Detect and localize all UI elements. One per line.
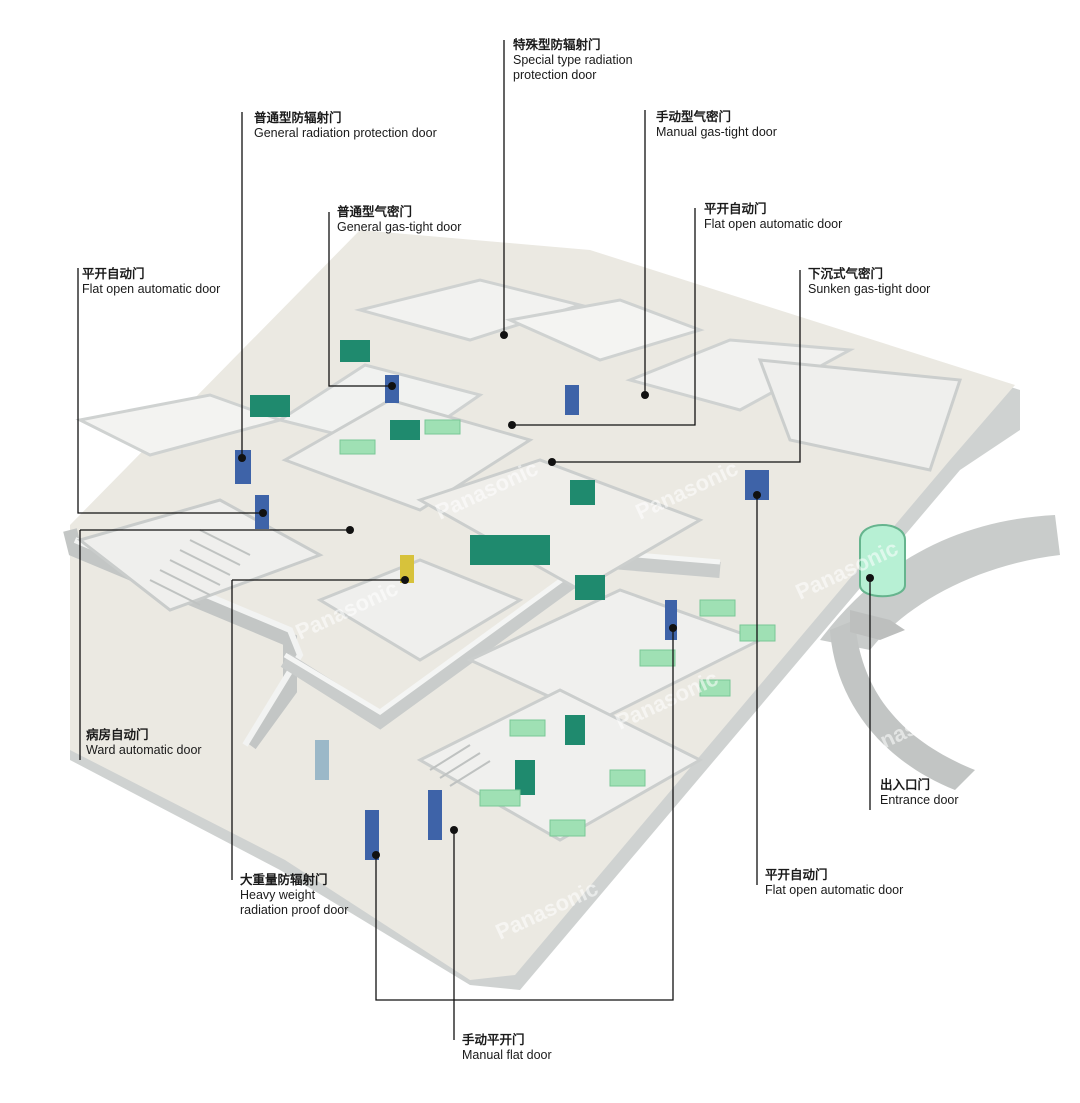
- callout-general-gas-tight-door: 普通型气密门 General gas-tight door: [337, 205, 462, 234]
- callout-general-radiation-protection-door: 普通型防辐射门 General radiation protection doo…: [254, 111, 437, 140]
- callout-flat-open-automatic-door-top: 平开自动门 Flat open automatic door: [704, 202, 843, 231]
- leader-sunken-gas-tight: [552, 270, 801, 463]
- beds: [339, 419, 776, 837]
- leader-manual-flat: [375, 628, 674, 1001]
- entrance-canopy: [820, 515, 1060, 790]
- callout-manual-flat-door: 手动平开门 Manual flat door: [462, 1033, 552, 1062]
- leader-flat-open-left: [77, 268, 263, 514]
- leader-flat-open-top: [512, 208, 696, 426]
- callout-manual-gas-tight-door: 手动型气密门 Manual gas-tight door: [656, 110, 777, 139]
- leader-general-gas-tight: [328, 212, 392, 387]
- doors: [235, 375, 906, 860]
- callout-entrance-door: 出入口门 Entrance door: [880, 778, 959, 807]
- callout-sunken-gas-tight-door: 下沉式气密门 Sunken gas-tight door: [808, 267, 931, 296]
- outer-walls: [63, 528, 721, 750]
- callout-flat-open-automatic-door-bottom: 平开自动门 Flat open automatic door: [765, 868, 904, 897]
- callout-flat-open-automatic-door-left: 平开自动门 Flat open automatic door: [82, 267, 221, 296]
- leader-lines: [77, 40, 871, 1040]
- target-dots: [238, 331, 874, 859]
- callout-ward-automatic-door: 病房自动门 Ward automatic door: [86, 728, 202, 757]
- callout-special-type-radiation-protection-door: 特殊型防辐射门 Special type radiation protectio…: [513, 38, 633, 82]
- stairs: [149, 529, 491, 787]
- cabinets: [250, 340, 605, 795]
- callout-heavy-weight-radiation-proof-door: 大重量防辐射门 Heavy weight radiation proof doo…: [240, 873, 349, 917]
